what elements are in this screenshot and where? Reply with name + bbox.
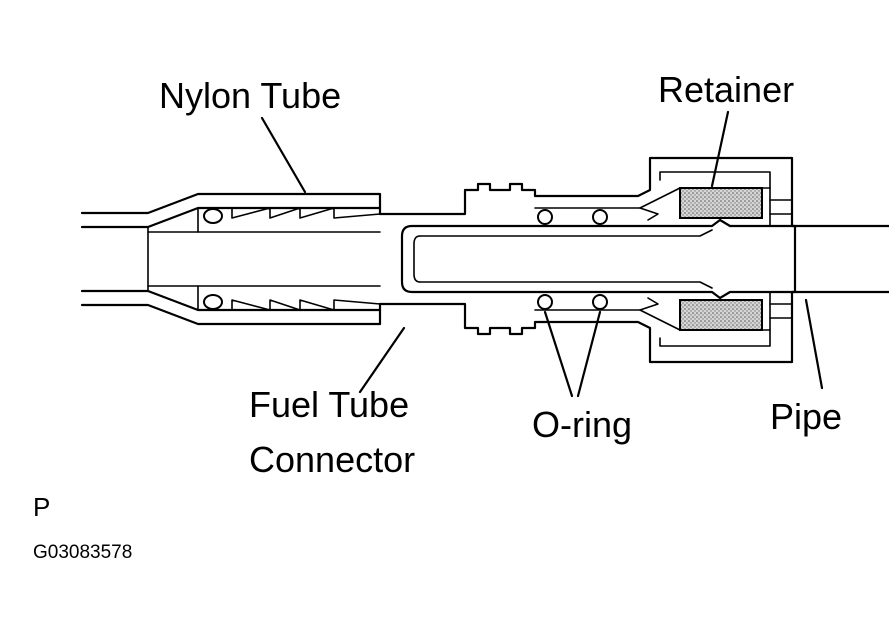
leader-fuel-tube-connector bbox=[358, 326, 406, 394]
pipe-label: Pipe bbox=[770, 396, 843, 437]
leader-o-ring-right bbox=[576, 310, 602, 398]
nylon-tube bbox=[80, 192, 382, 326]
connector-o-rings bbox=[537, 209, 608, 310]
leader-pipe bbox=[804, 298, 824, 390]
retainer-blocks bbox=[679, 187, 763, 331]
nylon-tube-label: Nylon Tube bbox=[159, 75, 342, 116]
view-marker: P bbox=[33, 492, 51, 522]
stem-o-rings bbox=[203, 208, 223, 310]
retainer-label: Retainer bbox=[658, 69, 795, 110]
leader-lines bbox=[260, 110, 824, 398]
leader-nylon-tube bbox=[260, 116, 307, 194]
fuel-tube-connector-label-line2: Connector bbox=[249, 439, 416, 480]
figure-code: G03083578 bbox=[33, 542, 133, 563]
leader-retainer bbox=[710, 110, 730, 188]
fuel-tube-connector-label-line1: Fuel Tube bbox=[249, 384, 410, 425]
pipe bbox=[400, 218, 889, 300]
leader-o-ring-left bbox=[543, 310, 574, 398]
o-ring-label: O-ring bbox=[532, 404, 633, 445]
